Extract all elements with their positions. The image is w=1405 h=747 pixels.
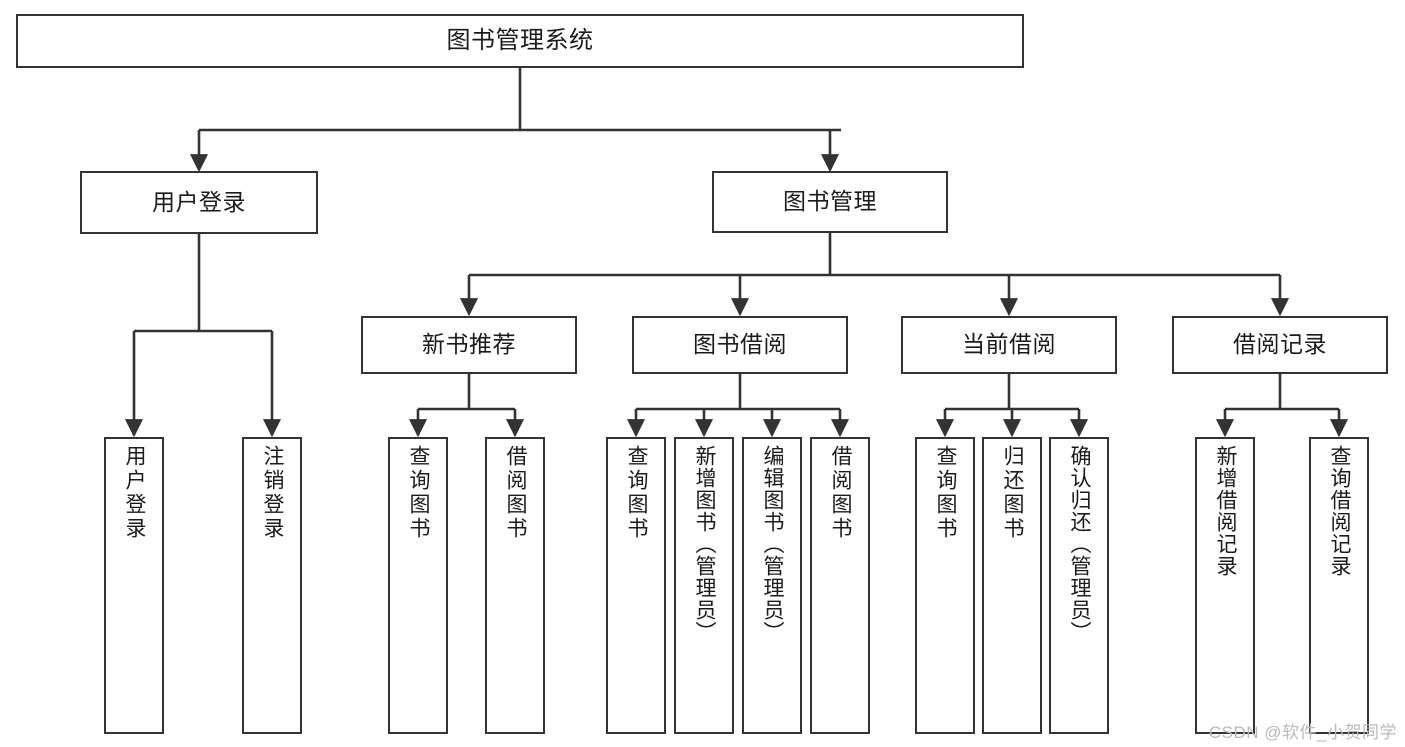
node-new-book-recommend[interactable]: 新书推荐 xyxy=(361,316,577,374)
node-leaf-edit-book-label: 编辑图书（管理员） xyxy=(761,445,785,643)
node-user-login[interactable]: 用户登录 xyxy=(80,171,318,234)
node-leaf-logout-login-label: 注销登录 xyxy=(261,445,285,541)
node-book-borrow[interactable]: 图书借阅 xyxy=(632,316,848,374)
node-leaf-user-login-label: 用户登录 xyxy=(123,445,147,541)
node-leaf-query-book-1[interactable]: 查询图书 xyxy=(388,437,448,734)
node-borrow-record-label: 借阅记录 xyxy=(1233,331,1327,358)
node-leaf-query-book-2-label: 查询图书 xyxy=(625,445,649,541)
node-leaf-borrow-book-2[interactable]: 借阅图书 xyxy=(810,437,870,734)
node-leaf-add-book[interactable]: 新增图书（管理员） xyxy=(674,437,734,734)
node-leaf-logout-login[interactable]: 注销登录 xyxy=(242,437,302,734)
node-leaf-user-login[interactable]: 用户登录 xyxy=(104,437,164,734)
node-leaf-borrow-book-1-label: 借阅图书 xyxy=(504,445,528,541)
csdn-watermark: CSDN @软件_小贺同学 xyxy=(1208,723,1397,742)
node-book-borrow-label: 图书借阅 xyxy=(693,331,787,358)
node-leaf-query-record[interactable]: 查询借阅记录 xyxy=(1309,437,1369,734)
node-user-login-label: 用户登录 xyxy=(152,188,246,215)
node-leaf-query-book-1-label: 查询图书 xyxy=(407,445,431,541)
node-leaf-edit-book[interactable]: 编辑图书（管理员） xyxy=(742,437,802,734)
node-leaf-confirm-return[interactable]: 确认归还（管理员） xyxy=(1049,437,1109,734)
node-book-manage-label: 图书管理 xyxy=(783,188,877,215)
node-leaf-add-record-label: 新增借阅记录 xyxy=(1214,445,1238,577)
node-leaf-return-book-label: 归还图书 xyxy=(1001,445,1025,541)
node-current-borrow[interactable]: 当前借阅 xyxy=(901,316,1117,374)
node-leaf-query-book-3-label: 查询图书 xyxy=(934,445,958,541)
node-leaf-borrow-book-1[interactable]: 借阅图书 xyxy=(485,437,545,734)
node-root[interactable]: 图书管理系统 xyxy=(16,14,1024,68)
node-leaf-add-record[interactable]: 新增借阅记录 xyxy=(1195,437,1255,734)
node-leaf-add-book-label: 新增图书（管理员） xyxy=(693,445,717,643)
node-book-manage[interactable]: 图书管理 xyxy=(712,171,948,233)
node-leaf-borrow-book-2-label: 借阅图书 xyxy=(829,445,853,541)
node-root-label: 图书管理系统 xyxy=(446,26,594,54)
node-borrow-record[interactable]: 借阅记录 xyxy=(1172,316,1388,374)
node-leaf-confirm-return-label: 确认归还（管理员） xyxy=(1068,445,1092,643)
node-leaf-query-book-3[interactable]: 查询图书 xyxy=(915,437,975,734)
node-leaf-query-book-2[interactable]: 查询图书 xyxy=(606,437,666,734)
node-current-borrow-label: 当前借阅 xyxy=(962,331,1056,358)
node-leaf-return-book[interactable]: 归还图书 xyxy=(982,437,1042,734)
node-leaf-query-record-label: 查询借阅记录 xyxy=(1328,445,1352,577)
node-new-book-recommend-label: 新书推荐 xyxy=(422,331,516,358)
